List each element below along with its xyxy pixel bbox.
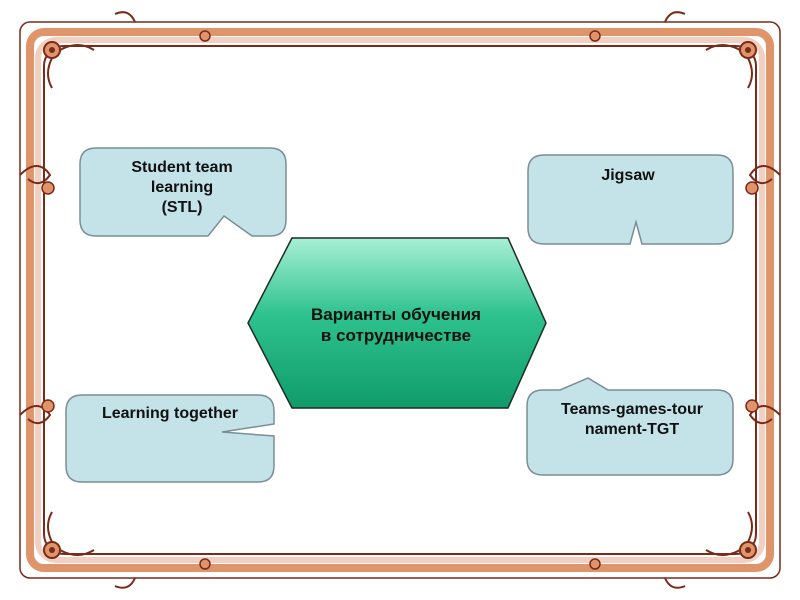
callout-jigsaw-text: Jigsaw bbox=[601, 167, 655, 184]
frame-curls bbox=[19, 11, 781, 589]
corner-ornament-top-right bbox=[705, 41, 757, 89]
corner-ornament-bottom-left bbox=[43, 511, 95, 559]
frame-edge-swirls bbox=[41, 30, 759, 570]
callout-together-text: Learning together bbox=[101, 405, 238, 422]
callout-tgt-text: Teams-games-tour nament-TGT bbox=[561, 401, 703, 438]
callout-together-bubble bbox=[65, 394, 275, 483]
frame-pink-band bbox=[35, 37, 765, 563]
center-hexagon bbox=[247, 237, 547, 409]
callout-tgt-bubble bbox=[526, 377, 734, 476]
frame-outer-line bbox=[19, 21, 781, 579]
corner-ornament-bottom-right bbox=[705, 511, 757, 559]
corner-ornament-top-left bbox=[43, 41, 95, 89]
frame-orange-band bbox=[26, 28, 774, 572]
callout-stl-text: Student team learning (STL) bbox=[131, 159, 233, 216]
frame-inner-line bbox=[43, 45, 757, 555]
callout-stl-bubble bbox=[79, 147, 287, 237]
callout-jigsaw-bubble bbox=[527, 154, 734, 245]
center-title-text: Варианты обучения в сотрудничестве bbox=[311, 305, 481, 345]
